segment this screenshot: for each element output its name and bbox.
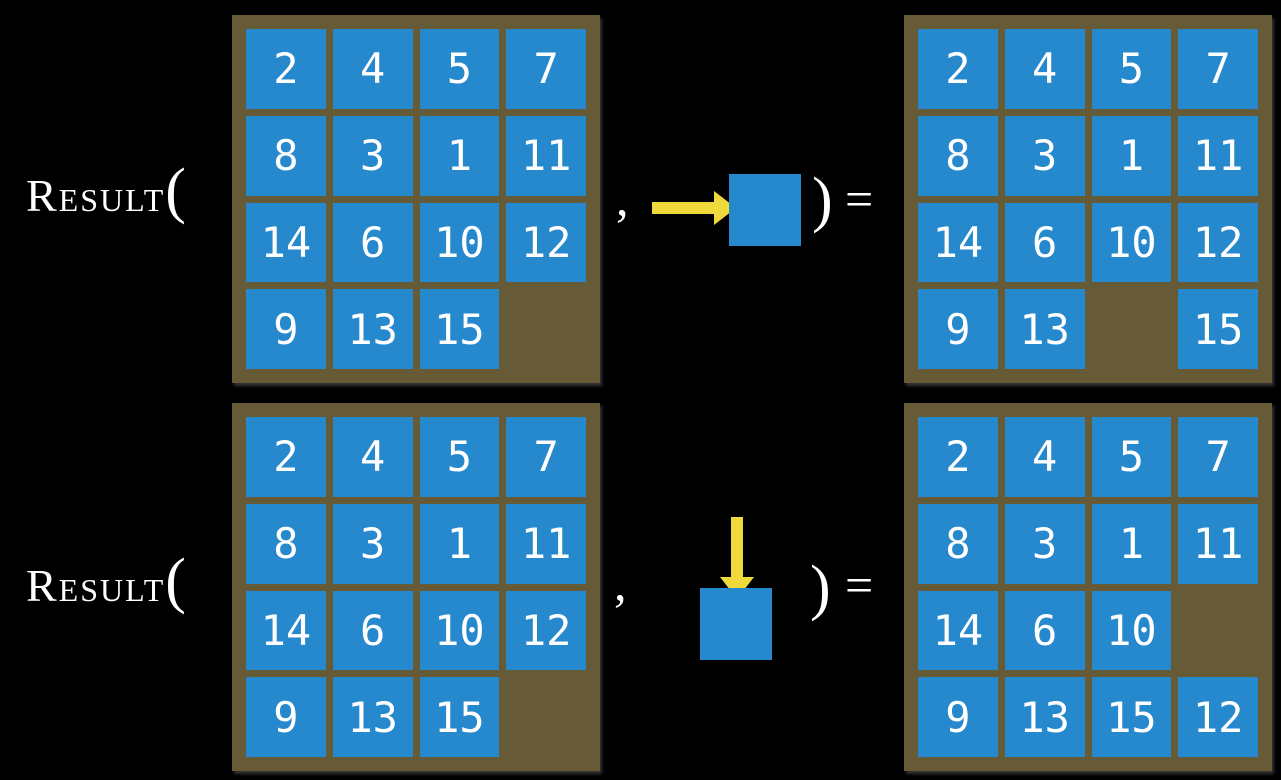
puzzle-cell: 7 [1178, 29, 1258, 109]
puzzle-cell: 1 [419, 115, 500, 196]
equals-sign: = [845, 171, 874, 227]
row2-input-state-grid: 2 4 5 7 8 3 1 11 14 6 10 12 9 13 15 [232, 403, 600, 771]
arrow-down-icon [720, 517, 754, 599]
comma: , [616, 170, 629, 226]
puzzle-cell: 11 [1178, 503, 1258, 584]
puzzle-cell: 6 [1004, 202, 1085, 283]
comma: , [614, 555, 627, 611]
blank-tile [729, 174, 801, 246]
puzzle-cell: 9 [246, 289, 326, 369]
puzzle-cell: 5 [1091, 417, 1172, 497]
puzzle-cell [1178, 591, 1258, 671]
arrow-right-icon [652, 191, 736, 225]
row2-result-state-grid: 2 4 5 7 8 3 1 11 14 6 10 9 13 15 12 [904, 403, 1272, 771]
row1-input-state-grid: 2 4 5 7 8 3 1 11 14 6 10 12 9 13 15 [232, 15, 600, 383]
puzzle-cell: 10 [419, 202, 500, 283]
puzzle-cell: 15 [419, 677, 500, 757]
puzzle-cell: 2 [918, 417, 998, 497]
puzzle-cell: 4 [1004, 417, 1085, 497]
function-name: Result [26, 170, 166, 221]
puzzle-cell: 5 [1091, 29, 1172, 109]
puzzle-cell: 2 [246, 417, 326, 497]
open-paren: ( [165, 157, 186, 225]
puzzle-cell: 6 [332, 202, 413, 283]
puzzle-cell: 7 [1178, 417, 1258, 497]
puzzle-cell: 1 [1091, 503, 1172, 584]
puzzle-cell: 9 [918, 677, 998, 757]
puzzle-cell: 6 [1004, 590, 1085, 671]
puzzle-cell: 11 [506, 503, 586, 584]
puzzle-cell: 4 [332, 29, 413, 109]
puzzle-cell: 2 [918, 29, 998, 109]
puzzle-cell: 12 [1178, 677, 1258, 757]
puzzle-cell: 5 [419, 417, 500, 497]
puzzle-cell: 10 [1091, 202, 1172, 283]
puzzle-cell: 15 [419, 289, 500, 369]
puzzle-cell: 14 [918, 590, 998, 671]
puzzle-cell: 14 [246, 590, 326, 671]
puzzle-cell: 11 [506, 115, 586, 196]
equals-sign: = [845, 557, 874, 613]
puzzle-cell: 11 [1178, 115, 1258, 196]
puzzle-cell: 8 [918, 115, 998, 196]
puzzle-cell: 7 [506, 417, 586, 497]
puzzle-cell: 13 [1004, 289, 1085, 369]
puzzle-cell: 4 [332, 417, 413, 497]
puzzle-cell: 13 [1004, 677, 1085, 757]
puzzle-cell: 13 [332, 289, 413, 369]
puzzle-cell: 14 [918, 202, 998, 283]
puzzle-cell: 12 [506, 202, 586, 283]
puzzle-cell: 13 [332, 677, 413, 757]
puzzle-cell [506, 677, 586, 757]
puzzle-cell: 2 [246, 29, 326, 109]
function-name: Result [26, 560, 166, 611]
puzzle-cell: 15 [1178, 289, 1258, 369]
puzzle-cell: 15 [1091, 677, 1172, 757]
close-paren: ) [812, 166, 833, 234]
puzzle-cell [506, 289, 586, 369]
puzzle-cell: 8 [918, 503, 998, 584]
puzzle-cell: 1 [419, 503, 500, 584]
puzzle-cell: 8 [246, 115, 326, 196]
puzzle-cell: 3 [332, 115, 413, 196]
puzzle-cell: 12 [1178, 202, 1258, 283]
puzzle-cell: 12 [506, 590, 586, 671]
puzzle-cell: 7 [506, 29, 586, 109]
puzzle-cell: 8 [246, 503, 326, 584]
close-paren: ) [810, 554, 831, 622]
puzzle-cell: 10 [1091, 590, 1172, 671]
puzzle-cell [1092, 289, 1172, 369]
puzzle-cell: 5 [419, 29, 500, 109]
puzzle-cell: 1 [1091, 115, 1172, 196]
row1-result-state-grid: 2 4 5 7 8 3 1 11 14 6 10 12 9 13 15 [904, 15, 1272, 383]
puzzle-cell: 6 [332, 590, 413, 671]
blank-tile [700, 588, 772, 660]
puzzle-cell: 14 [246, 202, 326, 283]
puzzle-cell: 3 [1004, 115, 1085, 196]
puzzle-cell: 3 [332, 503, 413, 584]
puzzle-cell: 9 [918, 289, 998, 369]
puzzle-cell: 9 [246, 677, 326, 757]
result-function-label: Result( [26, 160, 186, 238]
puzzle-cell: 10 [419, 590, 500, 671]
puzzle-cell: 4 [1004, 29, 1085, 109]
puzzle-cell: 3 [1004, 503, 1085, 584]
open-paren: ( [165, 547, 186, 615]
result-function-label: Result( [26, 550, 186, 628]
